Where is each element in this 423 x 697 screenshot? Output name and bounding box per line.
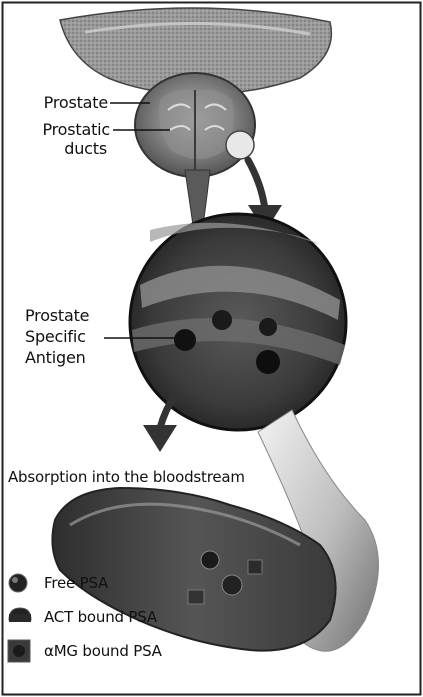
legend-item-amg-bound-psa: αMG bound PSA bbox=[0, 640, 423, 662]
urethra bbox=[185, 170, 210, 225]
psa-particle-1 bbox=[174, 329, 196, 351]
legend-item-act-bound-psa: ACT bound PSA bbox=[0, 606, 423, 628]
duct-highlight bbox=[226, 131, 254, 159]
legend-label: αMG bound PSA bbox=[44, 642, 162, 660]
psa-particle-3 bbox=[259, 318, 277, 336]
legend-label: ACT bound PSA bbox=[44, 608, 157, 626]
label-psa-line3: Antigen bbox=[25, 348, 86, 367]
label-psa-line2: Specific bbox=[25, 327, 86, 346]
label-prostatic-ducts-line2: ducts bbox=[20, 139, 107, 158]
label-prostate: Prostate bbox=[24, 93, 108, 112]
psa-particle-4 bbox=[256, 350, 280, 374]
label-psa-line1: Prostate bbox=[25, 306, 89, 325]
label-prostatic-ducts-line1: Prostatic bbox=[20, 120, 110, 139]
duct-arrow bbox=[248, 160, 265, 210]
label-absorption: Absorption into the bloodstream bbox=[8, 468, 245, 487]
psa-particle-2 bbox=[212, 310, 232, 330]
vessel-particle-1 bbox=[201, 551, 219, 569]
legend-item-free-psa: Free PSA bbox=[0, 572, 423, 594]
legend-label: Free PSA bbox=[44, 574, 108, 592]
